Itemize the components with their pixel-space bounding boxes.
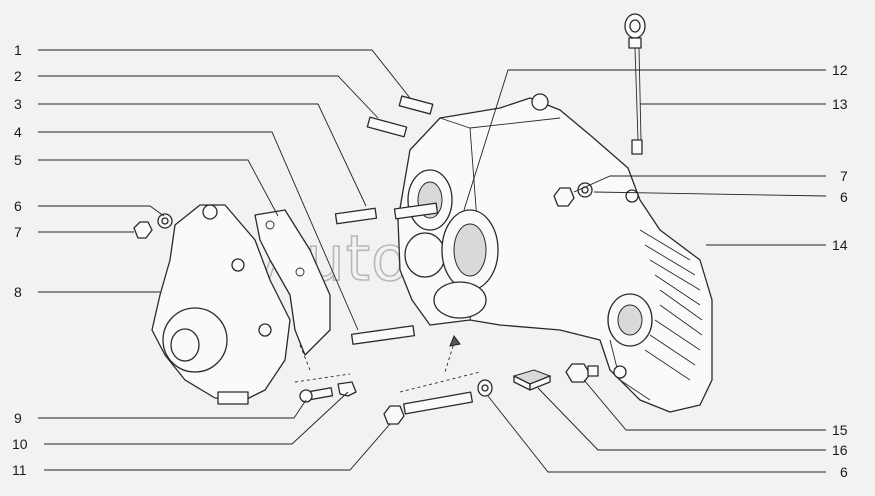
callout-6-bottom: 6 [840, 464, 848, 480]
callout-15: 15 [832, 422, 848, 438]
plug-15 [565, 363, 599, 383]
callout-11: 11 [12, 462, 27, 478]
callout-7-right: 7 [840, 168, 848, 184]
block-16 [512, 369, 552, 391]
callout-14: 14 [832, 237, 848, 253]
transfer-case-housing [397, 93, 713, 413]
cover [151, 204, 291, 405]
callout-13: 13 [832, 96, 848, 112]
callout-5: 5 [14, 152, 22, 168]
washer-6-left [157, 213, 173, 229]
stud-1 [398, 95, 434, 115]
callout-3: 3 [14, 96, 22, 112]
bolt-11 [383, 391, 474, 425]
callout-labels: 1 2 3 4 5 6 7 8 9 10 11 12 13 7 6 14 15 … [12, 42, 848, 480]
washer-6-bottom [477, 379, 493, 397]
nut-7-left [133, 221, 153, 239]
stud-4 [350, 325, 416, 345]
callout-7-left: 7 [14, 224, 22, 240]
callout-2: 2 [14, 68, 22, 84]
callout-10: 10 [12, 436, 28, 452]
callout-6-left: 6 [14, 198, 22, 214]
screw-9 [299, 387, 334, 403]
clip-10 [337, 381, 357, 397]
gasket [254, 209, 331, 356]
nut-7-right [553, 187, 575, 207]
callout-4: 4 [14, 124, 22, 140]
dipstick [624, 13, 646, 155]
callout-8: 8 [14, 284, 22, 300]
stud-3 [334, 202, 439, 225]
callout-12: 12 [832, 62, 848, 78]
callout-6-right: 6 [840, 189, 848, 205]
stud-2 [366, 116, 408, 138]
leader-lines [38, 49, 827, 473]
callout-9: 9 [14, 410, 22, 426]
callout-1: 1 [14, 42, 22, 58]
callout-16: 16 [832, 442, 848, 458]
